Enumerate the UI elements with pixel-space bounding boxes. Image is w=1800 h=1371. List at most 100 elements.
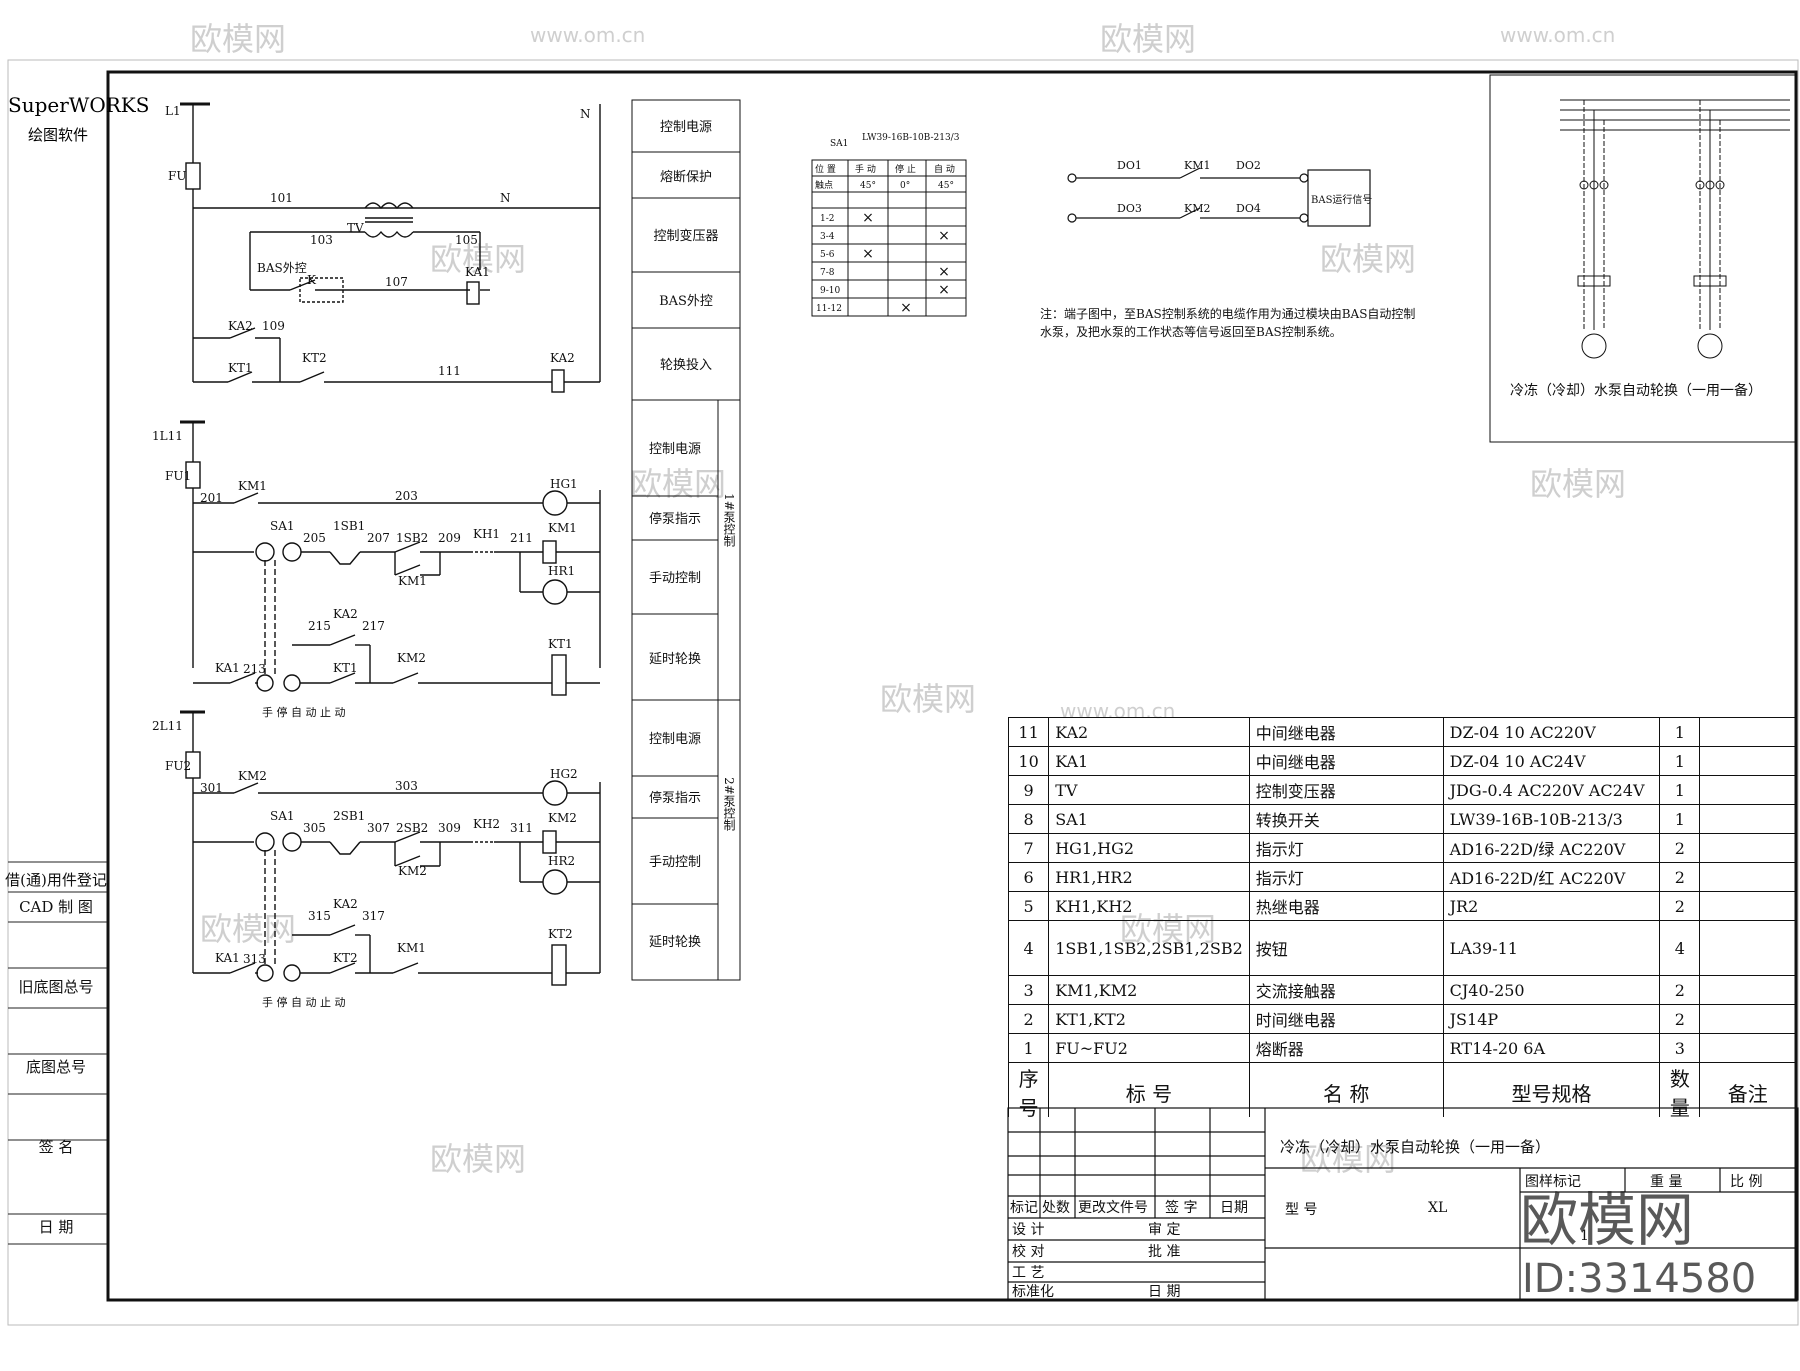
function-label: BAS外控: [659, 294, 713, 309]
tb-col-label: 标记: [1010, 1200, 1038, 1216]
label-2sb2: 2SB2: [396, 821, 428, 835]
sa-row2: 45°: [860, 181, 876, 191]
label-ka1: KA1: [465, 265, 490, 279]
label-2sb1: 2SB1: [333, 809, 365, 823]
watermark-site: www.om.cn: [530, 23, 645, 47]
label-w317: 317: [362, 909, 385, 923]
label-n-bus: N: [580, 107, 591, 121]
bom-cell: HG1,HG2: [1048, 833, 1250, 863]
bas-note: 注：端子图中，至BAS控制系统的电缆作用为通过模块由BAS自动控制水泵，及把水泵…: [1040, 307, 1416, 339]
label-km1: KM1: [238, 479, 267, 493]
bom-cell: KH1,KH2: [1048, 891, 1250, 921]
watermark-brand: 欧模网: [430, 1140, 526, 1178]
label-km2-aux: KM2: [398, 864, 427, 878]
bom-cell: [1699, 804, 1796, 834]
bom-cell: 7: [1008, 833, 1050, 863]
bom-cell: 按钮: [1248, 920, 1444, 976]
tb-left-row: 设 计: [1012, 1222, 1044, 1238]
label-ka1-b: KA1: [215, 661, 240, 675]
bom-cell: 1: [1008, 1033, 1050, 1063]
bom-cell: LA39-11: [1442, 920, 1661, 976]
bom-cell: [1699, 975, 1796, 1005]
watermark-brand: 欧模网: [1100, 20, 1196, 58]
bom-cell: 9: [1008, 775, 1050, 805]
label-w107: 107: [385, 275, 408, 289]
bom-cell: KA1: [1048, 746, 1250, 776]
bom-cell: JR2: [1442, 891, 1661, 921]
label-k: K: [307, 273, 317, 287]
bom-header-cell: 备注: [1699, 1062, 1796, 1117]
bom-cell: 3: [1659, 1033, 1701, 1063]
bom-cell: 2: [1659, 891, 1701, 921]
bom-cell: 1: [1659, 717, 1701, 747]
tb-left-row: 工 艺: [1012, 1265, 1044, 1281]
label-km1-coil: KM1: [548, 521, 577, 535]
bom-header-cell: 型号规格: [1442, 1062, 1661, 1117]
tb-model-value: XL: [1428, 1200, 1447, 1216]
pump1-control-circuit: [180, 420, 601, 696]
label-bus2: 2L11: [152, 719, 183, 733]
function-label: 手动控制: [649, 571, 701, 586]
sa-row: 1-2: [820, 214, 835, 224]
bas-label: KM2: [1184, 202, 1210, 215]
bom-cell: 2: [1659, 862, 1701, 892]
tb-left-row: 校 对: [1012, 1243, 1044, 1260]
label-hr1: HR1: [548, 564, 575, 578]
label-kt2-coil: KT2: [548, 927, 573, 941]
label-ka2-b: KA2: [333, 607, 358, 621]
label-n: N: [500, 191, 511, 205]
tb-right-header: 重 量: [1650, 1174, 1682, 1190]
label-w207: 207: [367, 531, 390, 545]
bom-cell: 11: [1008, 717, 1050, 747]
bom-header-row: 序号标 号名 称型号规格数量备注: [1008, 1062, 1796, 1117]
bom-cell: RT14-20 6A: [1442, 1033, 1661, 1063]
label-w211: 211: [510, 531, 533, 545]
label-kt2-b: KT2: [333, 951, 358, 965]
tb-right-header: 图样标记: [1525, 1174, 1581, 1190]
bom-cell: [1699, 1004, 1796, 1034]
label-w111: 111: [438, 364, 461, 378]
label-kt1-coil: KT1: [548, 637, 573, 651]
watermark-site: www.om.cn: [1500, 23, 1615, 47]
bom-cell: 转换开关: [1248, 804, 1444, 834]
label-w213: 213: [243, 662, 266, 676]
main-circuit-caption: 冷冻（冷却）水泵自动轮换（一用一备）: [1510, 382, 1762, 399]
tb-mid-row: 审 定: [1148, 1222, 1180, 1238]
bom-cell: FU~FU2: [1048, 1033, 1250, 1063]
bom-header-cell: 序号: [1008, 1062, 1050, 1117]
label-km2-coil: KM2: [548, 811, 577, 825]
label-1sb2: 1SB2: [396, 531, 428, 545]
bom-cell: [1699, 891, 1796, 921]
label-hg2: HG2: [550, 767, 578, 781]
bas-terminal-diagram: [1067, 167, 1371, 227]
bom-cell: 2: [1659, 1004, 1701, 1034]
label-kt2: KT2: [302, 351, 327, 365]
bom-cell: 5: [1008, 891, 1050, 921]
sa-header: 自 动: [934, 163, 955, 175]
label-w313: 313: [243, 952, 266, 966]
function-label: 控制电源: [649, 732, 701, 747]
function-label: 延时轮换: [649, 935, 701, 950]
label-hr2: HR2: [548, 854, 575, 868]
label-bus1: 1L11: [152, 429, 183, 443]
label-w311: 311: [510, 821, 533, 835]
label-fu1: FU1: [165, 469, 191, 483]
bas-note-box: 注：端子图中，至BAS控制系统的电缆作用为通过模块由BAS自动控制水泵，及把水泵…: [1040, 307, 1416, 339]
left-col-label: 旧底图总号: [18, 978, 93, 996]
bom-header-cell: 名 称: [1248, 1062, 1444, 1117]
sa-row: 7-8: [820, 268, 835, 278]
bom-cell: 1: [1659, 775, 1701, 805]
watermark-brand: 欧模网: [1300, 1140, 1396, 1178]
bom-cell: 1: [1659, 746, 1701, 776]
label-w215: 215: [308, 619, 331, 633]
bom-cell: 1: [1659, 804, 1701, 834]
bom-cell: 2: [1659, 833, 1701, 863]
bom-cell: SA1: [1048, 804, 1250, 834]
sa-header: 位 置: [815, 163, 836, 175]
function-label: 轮换投入: [660, 357, 712, 373]
